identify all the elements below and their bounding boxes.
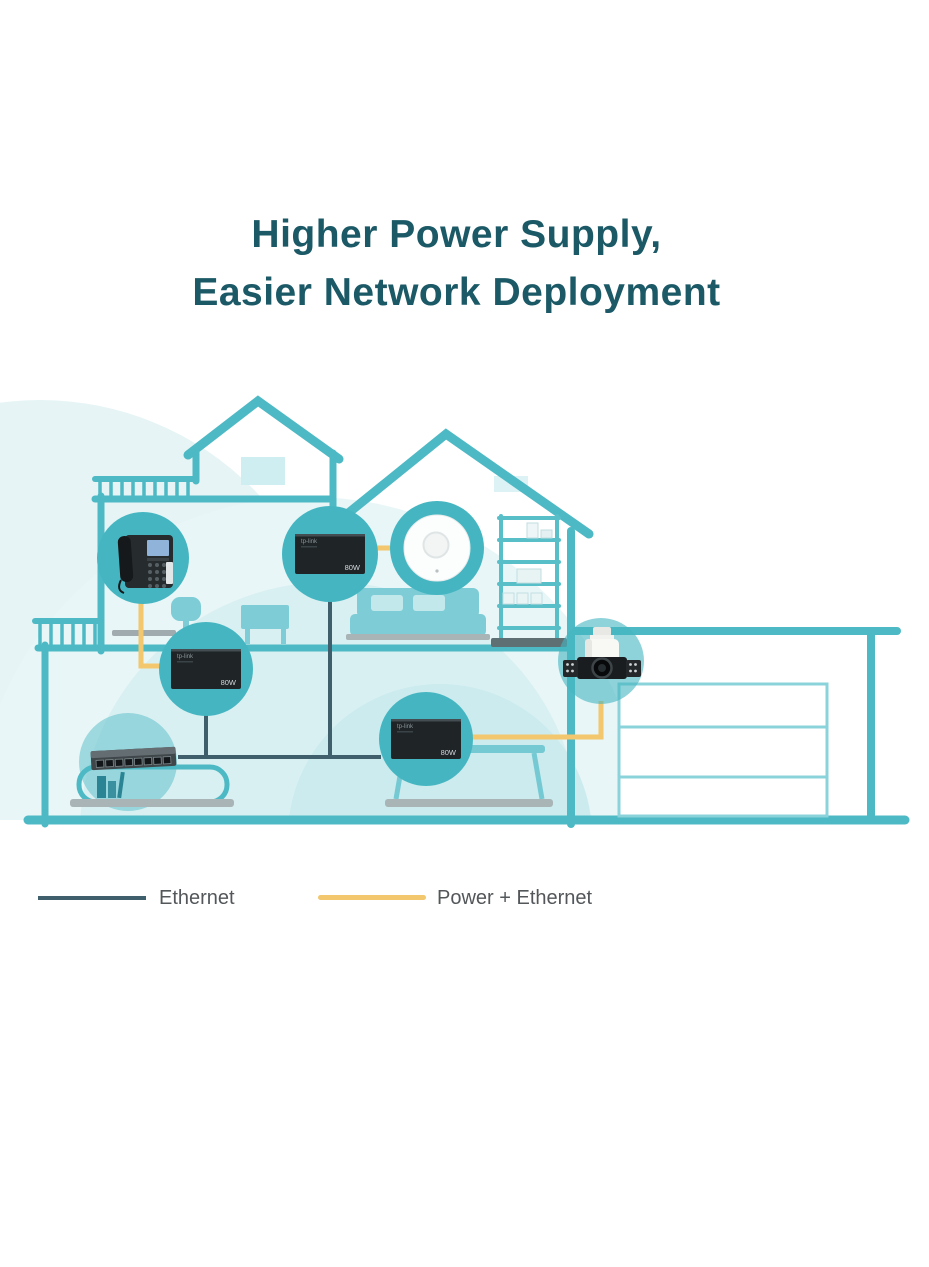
phone-screen <box>147 540 169 556</box>
injector-lower-brand: tp-link <box>397 724 414 730</box>
ethernet-cables <box>178 600 381 759</box>
switch-ports <box>95 756 172 768</box>
phone-handset <box>117 536 134 583</box>
couch <box>346 588 490 640</box>
mid-balcony <box>32 618 104 647</box>
poe-injector-upper: tp-link 80W <box>282 506 378 602</box>
dormer-window <box>241 457 285 485</box>
page-title: Higher Power Supply, Easier Network Depl… <box>0 206 921 322</box>
poe-injector-middle: tp-link 80W <box>159 622 253 716</box>
camera-ir-leds <box>566 663 637 673</box>
garage-door <box>617 682 829 818</box>
injector-upper-brand: tp-link <box>301 539 318 545</box>
poe-injector-lower: tp-link 80W <box>379 692 473 786</box>
poe-switch <box>90 746 177 771</box>
ap-led <box>435 569 439 573</box>
main-roof <box>315 428 594 541</box>
upper-balcony <box>92 476 199 498</box>
outdoor-camera <box>558 618 644 704</box>
side-table <box>241 605 289 644</box>
title-line-2: Easier Network Deployment <box>192 271 721 314</box>
injector-lower-wattage: 80W <box>441 748 457 757</box>
bench <box>70 764 234 807</box>
ip-phone <box>97 512 189 604</box>
power-ethernet-label: Power + Ethernet <box>437 887 593 909</box>
phone-stand <box>112 630 176 636</box>
poe-cable-camera <box>471 701 604 740</box>
ceiling-access-point <box>390 501 484 595</box>
poe-cable-phone <box>138 595 161 669</box>
injector-upper-wattage: 80W <box>345 563 361 572</box>
dormer-roof <box>183 395 344 464</box>
ethernet-label: Ethernet <box>159 887 235 909</box>
phone-keypad <box>148 563 166 588</box>
power-ethernet-line-swatch <box>318 895 426 900</box>
phone-cord <box>118 579 125 594</box>
title-line-1: Higher Power Supply, <box>251 213 662 256</box>
injector-middle-wattage: 80W <box>221 678 237 687</box>
ethernet-line-swatch <box>38 896 146 900</box>
shelf-unit <box>491 514 567 647</box>
injector-middle-brand: tp-link <box>177 654 194 660</box>
devices: tp-link 80W tp-link 80W tp-link <box>90 501 644 786</box>
